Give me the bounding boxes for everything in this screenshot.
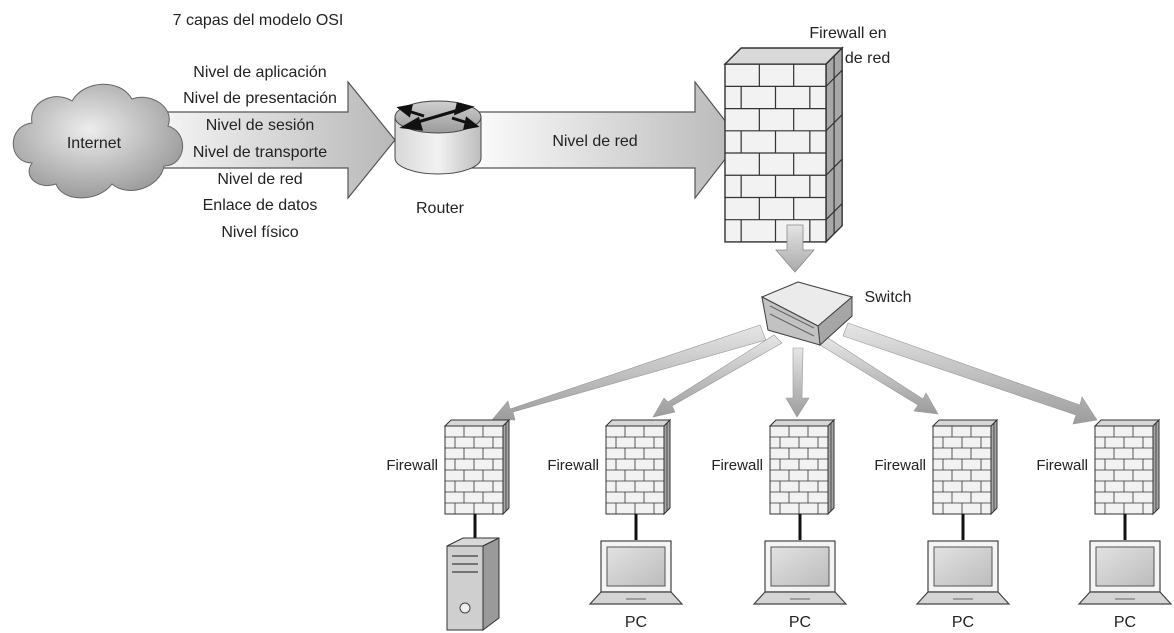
pc-label: PC [952, 614, 974, 631]
firewall-icon [443, 418, 511, 516]
router-icon [394, 100, 482, 175]
router-label: Router [416, 200, 465, 217]
switch-icon [760, 281, 854, 347]
osi-layer-label: Nivel de red [217, 171, 302, 188]
firewall-label: Firewall [1036, 457, 1088, 474]
internet-label: Internet [67, 135, 122, 152]
firewall-icon [768, 418, 836, 516]
osi-layer-label: Nivel físico [221, 224, 298, 241]
firewall-icon [931, 418, 999, 516]
osi-layer-label: Nivel de aplicación [193, 64, 326, 81]
main-firewall-icon [723, 46, 844, 244]
laptop-icon [1077, 540, 1173, 605]
switch-fanout-arrows [491, 322, 1098, 425]
diagram-title: 7 capas del modelo OSI [173, 12, 344, 29]
pc-label: PC [1114, 614, 1136, 631]
internet-cloud-icon [12, 83, 184, 199]
laptop-icon [915, 540, 1011, 605]
main-firewall-label: Firewall en [809, 25, 886, 42]
firewall-label: Firewall [547, 457, 599, 474]
server-icon [446, 537, 500, 631]
firewall-label: Firewall [386, 457, 438, 474]
switch-label: Switch [864, 289, 911, 306]
network-layer-label: Nivel de red [552, 133, 637, 150]
osi-layer-label: Nivel de sesión [206, 117, 315, 134]
laptop-icon [588, 540, 684, 605]
pc-label: PC [789, 614, 811, 631]
pc-label: PC [625, 614, 647, 631]
laptop-icon [752, 540, 848, 605]
osi-layer-label: Nivel de transporte [193, 144, 327, 161]
osi-layer-label: Nivel de presentación [183, 90, 337, 107]
firewall-icon [1093, 418, 1161, 516]
firewall-icon [604, 418, 672, 516]
firewall-label: Firewall [874, 457, 926, 474]
network-layer-arrow [461, 80, 741, 200]
firewall-label: Firewall [711, 457, 763, 474]
endpoint-column: Firewall [386, 418, 511, 631]
osi-layer-label: Enlace de datos [203, 197, 318, 214]
firewall-to-switch-arrow [775, 224, 815, 273]
